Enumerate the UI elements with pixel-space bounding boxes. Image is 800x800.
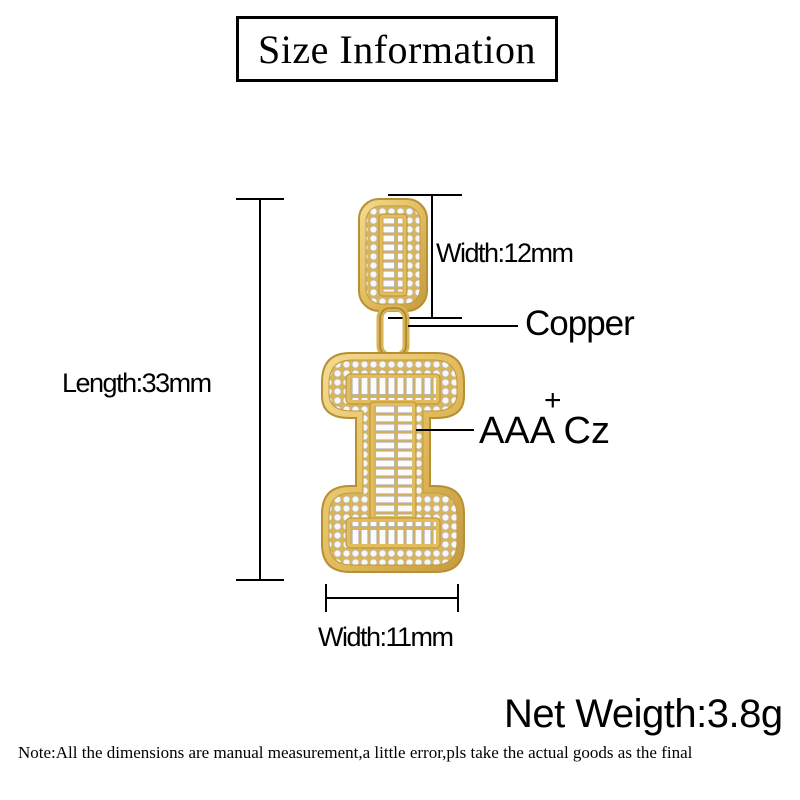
material-label: Copper bbox=[525, 304, 635, 343]
title-box: Size Information bbox=[236, 16, 558, 82]
pendant-letter-i bbox=[321, 352, 465, 573]
stone-plus-mark: + bbox=[544, 384, 562, 417]
net-weight-label: Net Weigth:3.8g bbox=[504, 692, 783, 736]
page-title: Size Information bbox=[258, 26, 536, 72]
bail bbox=[358, 198, 428, 312]
pendant-width-dimension bbox=[325, 584, 459, 612]
jump-ring bbox=[376, 304, 410, 360]
bail-width-dimension bbox=[388, 194, 462, 319]
bail-width-label: Width:12mm bbox=[436, 238, 574, 268]
stone-label: AAA Cz bbox=[479, 410, 610, 452]
measurement-note: Note:All the dimensions are manual measu… bbox=[18, 743, 693, 762]
pendant-width-label: Width:11mm bbox=[318, 622, 454, 652]
length-label: Length:33mm bbox=[62, 368, 212, 398]
length-dimension bbox=[236, 198, 284, 581]
